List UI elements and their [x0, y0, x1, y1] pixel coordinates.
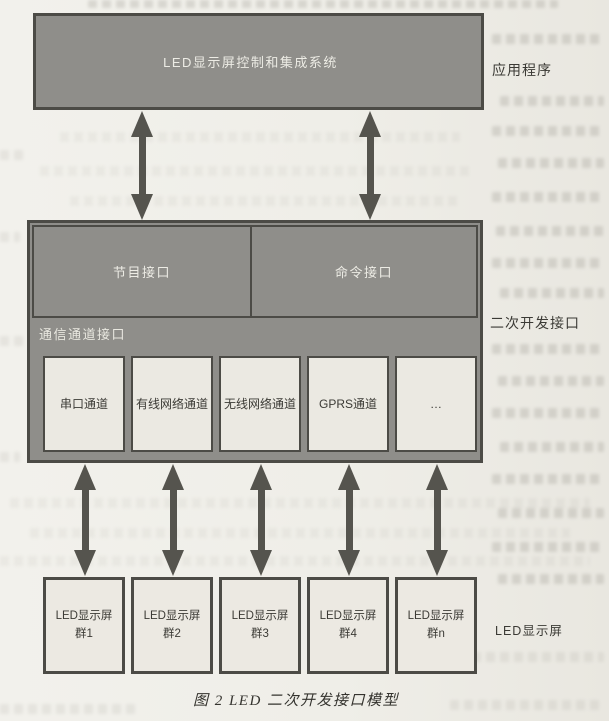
- display-group-name: LED显示屏: [143, 609, 201, 622]
- display-group-number: 群3: [251, 627, 269, 640]
- sdk-layer-label: 二次开发接口: [490, 315, 580, 331]
- double-arrow-group-2: [160, 464, 186, 576]
- app-system-box-label: LED显示屏控制和集成系统: [163, 55, 338, 70]
- bleed-smudge: [0, 336, 24, 346]
- bleed-smudge: [40, 166, 470, 176]
- display-layer-label: LED显示屏: [495, 624, 563, 638]
- channel-box-wireless-network: 无线网络通道: [219, 356, 301, 452]
- application-layer-label: 应用程序: [492, 62, 552, 78]
- display-group-box-4: LED显示屏 群4: [307, 577, 389, 674]
- bleed-smudge: [0, 232, 20, 242]
- display-group-box-1: LED显示屏 群1: [43, 577, 125, 674]
- channel-box-serial: 串口通道: [43, 356, 125, 452]
- bleed-smudge: [60, 132, 460, 142]
- command-interface-box: 命令接口: [250, 225, 478, 318]
- arrow-shaft: [138, 131, 146, 200]
- bleed-smudge: [492, 344, 604, 354]
- app-system-box: LED显示屏控制和集成系统: [33, 13, 484, 110]
- bleed-smudge: [498, 158, 604, 168]
- interface-row: 节目接口 命令接口: [32, 225, 478, 318]
- bleed-smudge: [0, 150, 24, 160]
- channel-box-wired-network: 有线网络通道: [131, 356, 213, 452]
- bleed-smudge: [0, 452, 20, 462]
- display-group-number: 群4: [339, 627, 357, 640]
- display-group-name: LED显示屏: [231, 609, 289, 622]
- bleed-smudge: [500, 288, 604, 298]
- double-arrow-command-interface: [357, 111, 383, 220]
- channel-box-ellipsis: …: [395, 356, 477, 452]
- display-group-box-n: LED显示屏 群n: [395, 577, 477, 674]
- sdk-interface-box: 节目接口 命令接口 通信通道接口 串口通道 有线网络通道 无线网络通道 GPRS…: [27, 220, 483, 463]
- bleed-smudge: [492, 34, 604, 44]
- bleed-smudge: [498, 376, 604, 386]
- bleed-smudge: [492, 192, 604, 202]
- arrow-shaft: [433, 484, 441, 556]
- program-interface-box: 节目接口: [32, 225, 252, 318]
- bleed-smudge: [492, 258, 604, 268]
- figure-caption: 图 2 LED 二次开发接口模型: [192, 693, 400, 709]
- bleed-smudge: [500, 442, 604, 452]
- bleed-smudge: [492, 408, 604, 418]
- double-arrow-group-4: [336, 464, 362, 576]
- bleed-smudge: [498, 508, 604, 518]
- bleed-smudge: [492, 474, 604, 484]
- display-group-row: LED显示屏 群1 LED显示屏 群2 LED显示屏 群3 LED显示屏 群4 …: [43, 577, 477, 674]
- bleed-smudge: [500, 96, 604, 106]
- display-group-number: 群n: [427, 627, 445, 640]
- bleed-smudge: [492, 126, 604, 136]
- channel-box-gprs: GPRS通道: [307, 356, 389, 452]
- display-group-number: 群1: [75, 627, 93, 640]
- double-arrow-group-3: [248, 464, 274, 576]
- double-arrow-group-n: [424, 464, 450, 576]
- arrow-shaft: [169, 484, 177, 556]
- bleed-smudge: [492, 542, 604, 552]
- bleed-smudge: [496, 226, 604, 236]
- display-group-name: LED显示屏: [407, 609, 465, 622]
- bleed-smudge: [498, 574, 604, 584]
- display-group-box-3: LED显示屏 群3: [219, 577, 301, 674]
- bleed-smudge: [30, 528, 570, 538]
- display-group-box-2: LED显示屏 群2: [131, 577, 213, 674]
- channel-row: 串口通道 有线网络通道 无线网络通道 GPRS通道 …: [43, 356, 477, 452]
- double-arrow-program-interface: [129, 111, 155, 220]
- arrow-shaft: [81, 484, 89, 556]
- arrow-shaft: [345, 484, 353, 556]
- display-group-name: LED显示屏: [319, 609, 377, 622]
- arrow-shaft: [366, 131, 374, 200]
- arrow-shaft: [257, 484, 265, 556]
- bleed-smudge: [88, 0, 558, 8]
- display-group-name: LED显示屏: [55, 609, 113, 622]
- display-group-number: 群2: [163, 627, 181, 640]
- double-arrow-group-1: [72, 464, 98, 576]
- channel-interface-title: 通信通道接口: [39, 327, 127, 342]
